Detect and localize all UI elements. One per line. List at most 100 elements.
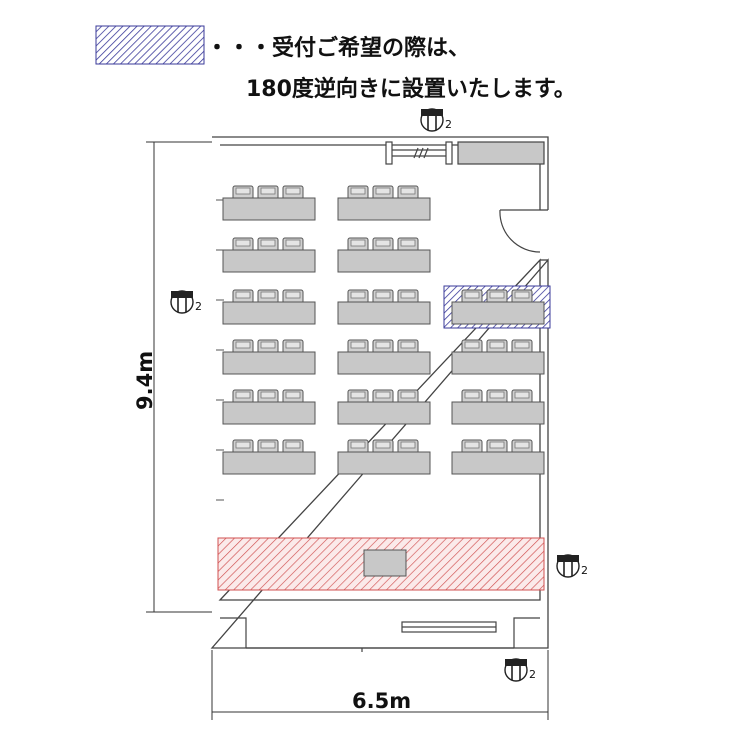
reception-option-table — [443, 285, 551, 329]
height-label: 9.4m — [133, 351, 157, 410]
table-unit — [337, 439, 431, 475]
outlet-icon: 2 — [170, 290, 202, 314]
chair-back — [514, 291, 530, 299]
counter — [457, 141, 545, 165]
table-unit — [222, 389, 316, 425]
table — [337, 401, 431, 425]
table — [451, 301, 545, 325]
chair-back — [400, 239, 416, 247]
chair-back — [235, 291, 251, 299]
chair-back — [285, 239, 301, 247]
table-unit — [337, 389, 431, 425]
chair-back — [260, 187, 276, 195]
chair-back — [464, 341, 480, 349]
table — [222, 451, 316, 475]
dimension-width — [211, 650, 549, 720]
table-unit — [222, 185, 316, 221]
legend-line-2: 180度逆向きに設置いたします。 — [246, 76, 576, 102]
chair-back — [514, 441, 530, 449]
chair-back — [400, 391, 416, 399]
chair-back — [285, 441, 301, 449]
table-unit — [451, 339, 545, 375]
chair-back — [489, 391, 505, 399]
chair-back — [235, 239, 251, 247]
chair-back — [375, 291, 391, 299]
table — [337, 249, 431, 273]
chair-back — [285, 391, 301, 399]
chair-back — [350, 341, 366, 349]
chair-back — [260, 391, 276, 399]
outlet-icon: 2 — [504, 658, 536, 682]
table — [222, 301, 316, 325]
chair-back — [235, 341, 251, 349]
chair-back — [235, 441, 251, 449]
chair-back — [464, 291, 480, 299]
table — [222, 197, 316, 221]
chair-back — [375, 391, 391, 399]
chair-back — [400, 341, 416, 349]
legend: ・・・受付ご希望の際は、 180度逆向きに設置いたします。 — [95, 25, 576, 102]
legend-hatch-swatch — [95, 25, 205, 65]
chair-back — [375, 239, 391, 247]
table — [337, 351, 431, 375]
table — [451, 351, 545, 375]
table-unit — [222, 289, 316, 325]
outlet-icon: 2 — [420, 108, 452, 132]
table-unit — [337, 185, 431, 221]
chair-back — [400, 291, 416, 299]
legend-line-1: ・・・受付ご希望の際は、 — [206, 35, 470, 61]
chair-back — [464, 391, 480, 399]
table-unit — [222, 439, 316, 475]
table-unit — [451, 439, 545, 475]
chair-back — [350, 291, 366, 299]
chair-back — [350, 239, 366, 247]
table-unit — [337, 237, 431, 273]
table — [451, 451, 545, 475]
table — [222, 401, 316, 425]
top-fixtures — [385, 141, 545, 165]
chair-back — [260, 291, 276, 299]
chair-back — [489, 291, 505, 299]
chair-back — [375, 341, 391, 349]
chair-back — [464, 441, 480, 449]
outlet-count-label: 2 — [445, 118, 452, 131]
door — [499, 209, 541, 253]
table — [222, 249, 316, 273]
chair-back — [400, 441, 416, 449]
seating-tables — [222, 185, 551, 475]
chair-back — [400, 187, 416, 195]
chair-back — [235, 187, 251, 195]
chair-back — [489, 441, 505, 449]
chair-back — [375, 187, 391, 195]
chair-back — [375, 441, 391, 449]
width-label: 6.5m — [352, 689, 411, 713]
chair-back — [285, 187, 301, 195]
table — [337, 451, 431, 475]
chair-back — [514, 341, 530, 349]
chair-back — [260, 239, 276, 247]
chair-back — [350, 187, 366, 195]
outlets: 2 2 2 2 — [170, 108, 588, 682]
outlet-icon: 2 — [556, 554, 588, 578]
podium — [363, 549, 407, 577]
table — [451, 401, 545, 425]
table-unit — [222, 237, 316, 273]
chair-back — [285, 341, 301, 349]
table — [337, 301, 431, 325]
dimension-height — [146, 141, 212, 613]
outlet-count-label: 2 — [195, 300, 202, 313]
chair-back — [285, 291, 301, 299]
table-unit — [222, 339, 316, 375]
table — [222, 351, 316, 375]
chair-back — [350, 391, 366, 399]
table — [337, 197, 431, 221]
outlet-count-label: 2 — [581, 564, 588, 577]
chair-back — [489, 341, 505, 349]
chair-back — [235, 391, 251, 399]
chair-back — [350, 441, 366, 449]
outlet-count-label: 2 — [529, 668, 536, 681]
chair-back — [260, 441, 276, 449]
chair-back — [514, 391, 530, 399]
bottom-fixtures — [220, 617, 540, 652]
